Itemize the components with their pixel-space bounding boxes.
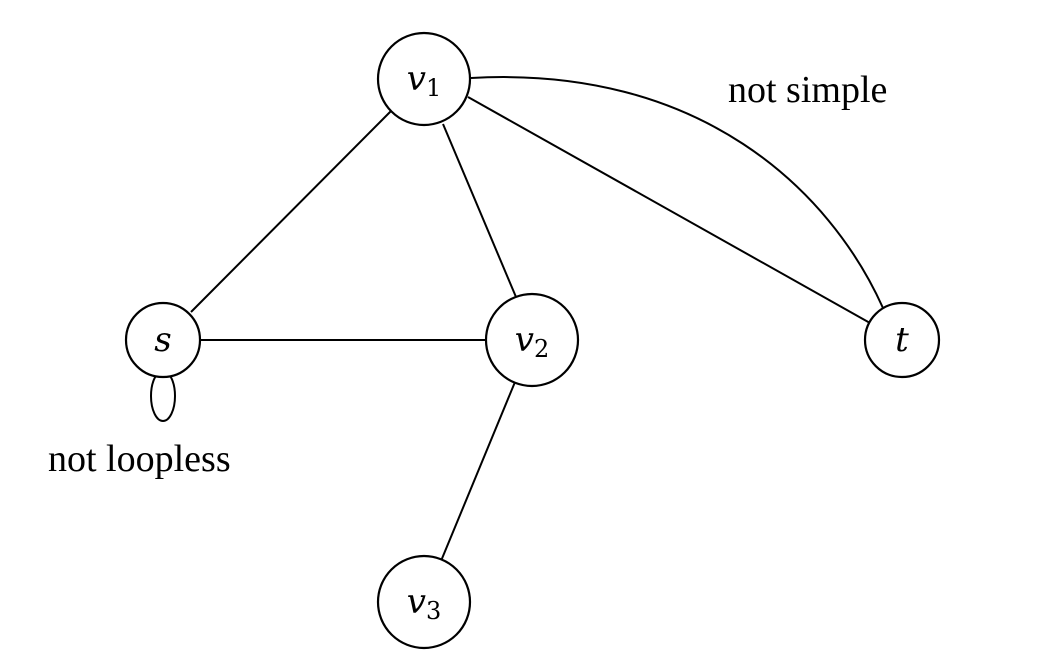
edge-v1-t bbox=[467, 96, 871, 324]
node-v1-label: v1 bbox=[407, 59, 442, 102]
node-v3: v3 bbox=[376, 554, 472, 650]
edges bbox=[150, 76, 884, 562]
node-v1: v1 bbox=[376, 31, 472, 127]
annotation-not-simple: not simple bbox=[728, 69, 887, 111]
node-t-label: t bbox=[895, 320, 909, 360]
node-v2: v2 bbox=[484, 292, 580, 388]
edge-v1-s bbox=[190, 108, 394, 313]
node-v2-circle bbox=[484, 292, 580, 388]
self-loop-s bbox=[150, 370, 176, 422]
node-v2-label: v2 bbox=[515, 320, 550, 363]
node-t: t bbox=[863, 301, 941, 379]
node-v1-circle bbox=[376, 31, 472, 127]
edge-v2-v3 bbox=[440, 381, 516, 562]
edge-v1-v2 bbox=[442, 123, 517, 298]
node-v3-circle bbox=[376, 554, 472, 650]
node-v3-label: v3 bbox=[407, 582, 442, 625]
node-s: s bbox=[124, 301, 202, 379]
node-s-label: s bbox=[154, 320, 171, 360]
node-s-circle bbox=[124, 301, 202, 379]
node-t-circle bbox=[863, 301, 941, 379]
edge-v1-t-curved bbox=[470, 76, 884, 309]
annotation-not-loopless: not loopless bbox=[48, 438, 231, 480]
